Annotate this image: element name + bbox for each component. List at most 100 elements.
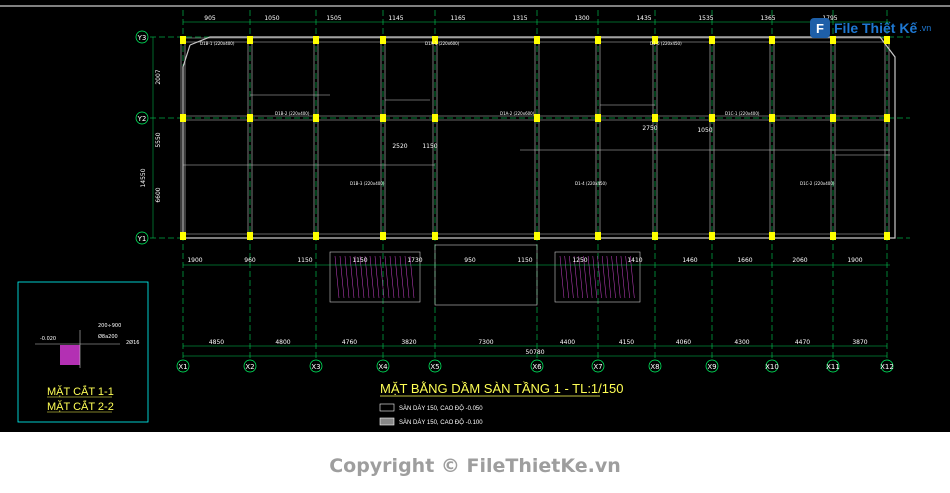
stair-tread-0-12 <box>394 255 400 299</box>
detail-label-2: Ø8a200 <box>98 333 118 340</box>
axis-bubble-X6 <box>530 359 544 373</box>
column-X5-0 <box>432 36 438 44</box>
bottom-dim-5: 950 <box>464 257 476 264</box>
column-X1-1 <box>180 114 186 122</box>
beam-label-6: D1-5 (220x450) <box>650 41 682 46</box>
stair-tread-1-10 <box>606 255 612 299</box>
column-X7-1 <box>595 114 601 122</box>
core-extension <box>434 244 538 306</box>
stair-tread-1-12 <box>616 255 621 299</box>
stair-tread-0-15 <box>409 255 415 299</box>
column-X6-0 <box>534 36 540 44</box>
column-X2-1 <box>247 114 253 122</box>
column-X4-2 <box>380 232 386 240</box>
span-dim-3: 3820 <box>401 339 416 346</box>
stair-tread-0-6 <box>364 255 370 299</box>
y-span-dim-1: 5550 <box>155 132 162 147</box>
column-X2-2 <box>247 232 253 240</box>
inner-dim-0: 2520 <box>392 143 407 150</box>
logo-text: File Thiết Kế <box>834 20 918 36</box>
y-span-dim-3: 14550 <box>140 168 147 187</box>
stair-tread-0-9 <box>379 255 385 299</box>
stair-tread-0-2 <box>344 255 350 299</box>
column-X10-1 <box>769 114 775 122</box>
column-X6-2 <box>534 232 540 240</box>
stair-tread-1-4 <box>578 255 583 299</box>
column-X8-0 <box>652 36 658 44</box>
column-X6-1 <box>534 114 540 122</box>
logo-icon: F <box>810 18 830 38</box>
column-X5-2 <box>432 232 438 240</box>
stair-tread-0-3 <box>349 255 355 299</box>
stair-tread-1-14 <box>625 255 630 299</box>
column-X11-2 <box>830 232 836 240</box>
column-X11-1 <box>830 114 836 122</box>
column-X10-2 <box>769 232 775 240</box>
axis-bubble-X1 <box>176 359 190 373</box>
column-X9-1 <box>709 114 715 122</box>
beam-label-8: D1C-2 (220x400) <box>800 181 835 186</box>
column-X12-1 <box>884 114 890 122</box>
stair-tread-1-3 <box>573 255 579 299</box>
axis-bubble-Y1 <box>135 231 149 245</box>
column-X11-0 <box>830 36 836 44</box>
stair-tread-0-0 <box>334 255 340 299</box>
axis-label-X5: X5 <box>430 363 439 371</box>
bottom-dim-10: 1660 <box>737 257 752 264</box>
logo-suffix: .vn <box>919 23 932 33</box>
stair-tread-0-11 <box>389 255 395 299</box>
stair-tread-0-13 <box>399 255 405 299</box>
top-dim-2: 1505 <box>326 15 341 22</box>
span-dim-1: 4800 <box>275 339 290 346</box>
legend-label-1: SÀN DÀY 150, CAO ĐỘ -0.100 <box>399 419 483 426</box>
bottom-dim-7: 1250 <box>572 257 587 264</box>
span-dim-0: 4850 <box>209 339 224 346</box>
section-detail-hatch <box>60 345 80 365</box>
column-X12-2 <box>884 232 890 240</box>
axis-bubble-X8 <box>648 359 662 373</box>
bottom-dim-12: 1900 <box>847 257 862 264</box>
column-X9-2 <box>709 232 715 240</box>
top-dim-5: 1315 <box>512 15 527 22</box>
axis-label-X1: X1 <box>178 363 187 371</box>
column-X2-0 <box>247 36 253 44</box>
bottom-dim-8: 1410 <box>627 257 642 264</box>
stair-tread-1-6 <box>587 255 593 299</box>
column-X1-2 <box>180 232 186 240</box>
axis-bubble-X9 <box>705 359 719 373</box>
axis-bubble-X7 <box>591 359 605 373</box>
top-dim-9: 1365 <box>760 15 775 22</box>
bottom-dim-9: 1460 <box>682 257 697 264</box>
axis-label-Y1: Y1 <box>137 235 147 243</box>
site-logo[interactable]: F File Thiết Kế .vn <box>810 14 931 42</box>
axis-label-X6: X6 <box>532 363 542 371</box>
column-X10-0 <box>769 36 775 44</box>
top-dim-8: 1535 <box>698 15 713 22</box>
stair-tread-0-5 <box>359 255 365 299</box>
column-X3-1 <box>313 114 319 122</box>
section-title-0: MẶT CẮT 1-1 <box>47 385 114 398</box>
span-dim-7: 4060 <box>676 339 691 346</box>
legend-label-0: SÀN DÀY 150, CAO ĐỘ -0.050 <box>399 405 483 412</box>
floor-plan-canvas: D1B-1 (220x400)D1B-2 (220x400)D1B-3 (220… <box>0 5 950 426</box>
column-X3-2 <box>313 232 319 240</box>
axis-label-X8: X8 <box>650 363 659 371</box>
column-X1-0 <box>180 36 186 44</box>
axis-bubble-X10 <box>765 359 779 373</box>
axis-bubble-X3 <box>309 359 323 373</box>
axis-label-X11: X11 <box>826 363 840 371</box>
bottom-dim-6: 1150 <box>517 257 532 264</box>
column-X8-2 <box>652 232 658 240</box>
beam-label-2: D1B-3 (220x400) <box>350 181 385 186</box>
axis-label-X12: X12 <box>880 363 894 371</box>
bottom-dim-11: 2060 <box>792 257 807 264</box>
stair-core-0 <box>329 251 421 303</box>
stair-tread-1-11 <box>611 255 616 299</box>
span-dim-5: 4400 <box>560 339 575 346</box>
axis-label-X4: X4 <box>378 363 388 371</box>
inner-dim-1: 1150 <box>422 143 437 150</box>
beam-label-5: D1-4 (220x450) <box>575 181 607 186</box>
stair-tread-0-7 <box>369 255 375 299</box>
column-X5-1 <box>432 114 438 122</box>
copyright-watermark: Copyright © FileThietKe.vn <box>329 455 621 477</box>
